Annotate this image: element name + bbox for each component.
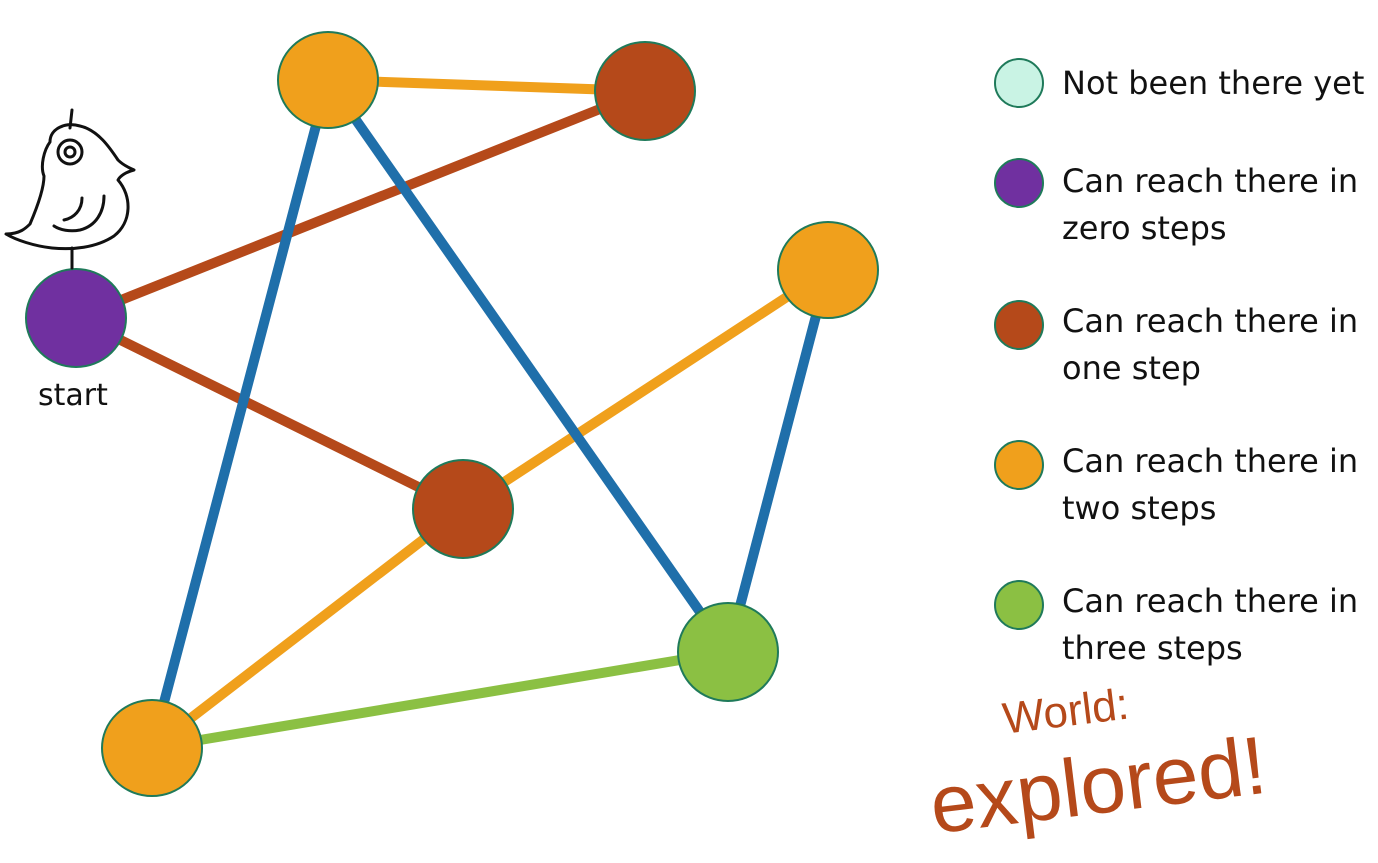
edge-middle-bottom-left	[148, 505, 467, 752]
node-bottom-left	[101, 699, 203, 797]
legend-swatch	[994, 300, 1044, 350]
legend-label: Can reach there in three steps	[1062, 582, 1359, 667]
edge-top-left-top-right	[327, 75, 646, 96]
edge-right-bottom-right	[723, 268, 833, 654]
edge-top-left-bottom-right	[323, 77, 733, 655]
legend-swatch	[994, 440, 1044, 490]
legend-swatch	[994, 158, 1044, 208]
legend-item-one-step: Can reach there in one step	[992, 298, 1372, 388]
legend-label: Can reach there in two steps	[1062, 442, 1359, 527]
edge-middle-right	[460, 265, 831, 514]
bird-icon	[4, 108, 136, 270]
legend-swatch	[994, 580, 1044, 630]
legend-item-two-steps: Can reach there in two steps	[992, 438, 1372, 528]
node-top-left	[277, 31, 379, 129]
legend-item-three-steps: Can reach there in three steps	[992, 578, 1372, 668]
node-start	[25, 268, 127, 368]
legend-swatch	[994, 58, 1044, 108]
node-top-right	[594, 41, 696, 141]
node-right	[777, 221, 879, 319]
legend-item-zero-steps: Can reach there in zero steps	[992, 158, 1372, 248]
edge-bottom-left-bottom-right	[151, 647, 729, 753]
legend-label: Can reach there in one step	[1062, 302, 1359, 387]
node-bottom-right	[677, 602, 779, 702]
legend-item-not-visited: Not been there yet	[992, 56, 1372, 108]
legend-label: Can reach there in zero steps	[1062, 162, 1359, 247]
edge-start-middle	[73, 313, 466, 514]
edge-start-top-right	[74, 86, 647, 323]
legend-label: Not been there yet	[1062, 64, 1365, 102]
edge-top-left-bottom-left	[147, 78, 333, 750]
legend: Not been there yet Can reach there in ze…	[992, 56, 1372, 668]
node-middle	[412, 459, 514, 559]
start-label: start	[38, 378, 108, 413]
